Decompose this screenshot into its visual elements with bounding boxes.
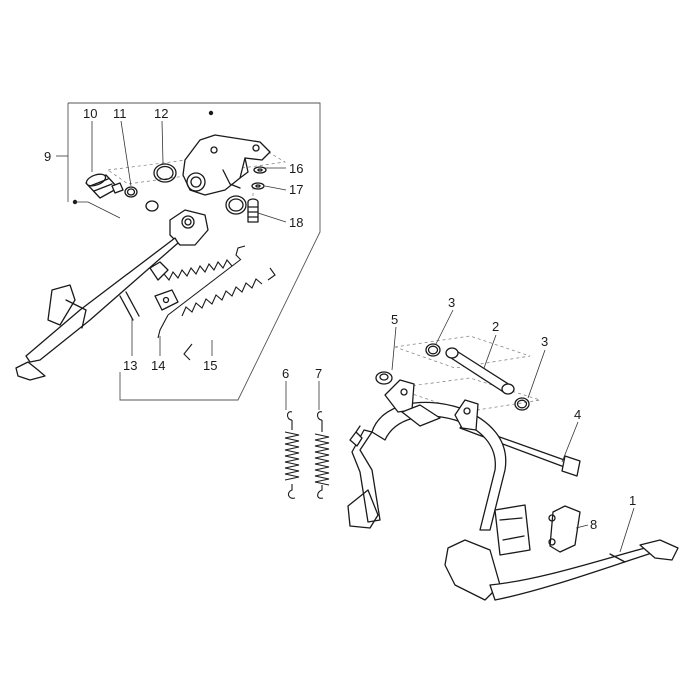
callout-16: 16 xyxy=(289,161,303,176)
centre-stand-ring-part-left xyxy=(425,343,441,357)
callout-15: 15 xyxy=(203,358,217,373)
large-ring-part xyxy=(153,163,177,183)
centre-stand-spring-right xyxy=(314,411,330,499)
centre-stand-spring-left xyxy=(284,411,300,499)
callout-leader-lines xyxy=(91,120,635,553)
centre-stand-pivot-pin-part xyxy=(445,347,515,395)
callout-13: 13 xyxy=(123,358,137,373)
callout-4: 4 xyxy=(574,407,581,422)
callout-17: 17 xyxy=(289,182,303,197)
callout-labels: 1 2 3 3 4 5 6 7 8 9 10 11 12 13 14 15 16… xyxy=(44,106,636,532)
callout-14: 14 xyxy=(151,358,165,373)
callout-10: 10 xyxy=(83,106,97,121)
callout-3-left: 3 xyxy=(448,295,455,310)
callout-5: 5 xyxy=(391,312,398,327)
callout-3-right: 3 xyxy=(541,334,548,349)
rubber-pad-part xyxy=(85,173,124,199)
side-stand-leg xyxy=(15,209,209,381)
spring-hook-bracket-part xyxy=(154,289,179,311)
washer-part xyxy=(253,166,267,174)
centre-stand-frame xyxy=(347,379,679,601)
side-stand-spring-small xyxy=(157,245,246,339)
callout-7: 7 xyxy=(315,366,322,381)
small-ring-part xyxy=(124,186,138,198)
callout-6: 6 xyxy=(282,366,289,381)
assembly-guide-lines xyxy=(107,149,541,413)
callout-9: 9 xyxy=(44,149,51,164)
callout-1: 1 xyxy=(629,493,636,508)
callout-2: 2 xyxy=(492,319,499,334)
side-stand-spring-large xyxy=(181,267,276,361)
callout-8: 8 xyxy=(590,517,597,532)
centre-stand-stopper-part xyxy=(548,505,581,553)
bolt-part xyxy=(247,198,259,223)
callout-11: 11 xyxy=(113,106,127,121)
callout-12: 12 xyxy=(154,106,168,121)
centre-stand-ring-part-right xyxy=(514,397,530,411)
side-stand-bracket xyxy=(182,134,271,196)
centre-stand-bushing-part xyxy=(375,371,393,385)
bushing-ring-part xyxy=(145,195,247,215)
callout-18: 18 xyxy=(289,215,303,230)
side-stand-assembly-frame xyxy=(56,102,321,401)
spring-washer-part xyxy=(251,182,265,190)
